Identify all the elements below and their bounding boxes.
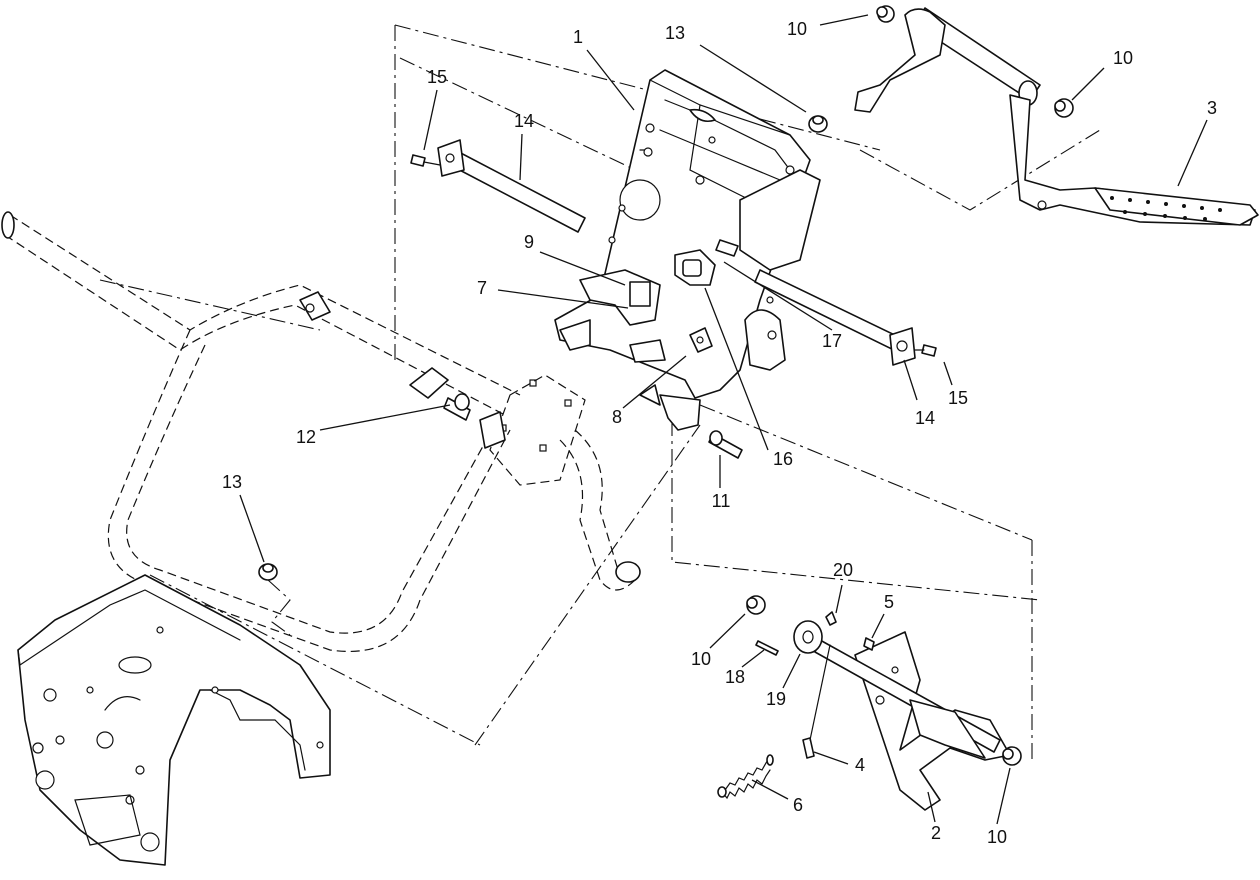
pedal-mount-bracket bbox=[554, 69, 821, 431]
drive-pedal-2 bbox=[814, 631, 1011, 811]
callout-14-upper: 14 bbox=[514, 111, 534, 131]
callout-15-right: 15 bbox=[948, 388, 968, 408]
bushing-10-lower-left bbox=[746, 595, 766, 615]
callout-10-top: 10 bbox=[787, 19, 807, 39]
pivot-bracket-ghost bbox=[479, 374, 586, 486]
key-5 bbox=[863, 637, 875, 651]
collar-19 bbox=[793, 620, 823, 654]
callout-8: 8 bbox=[612, 407, 622, 427]
callout-19: 19 bbox=[766, 689, 786, 709]
callout-2: 2 bbox=[931, 823, 941, 843]
bolt-15-right bbox=[914, 344, 937, 357]
callout-7: 7 bbox=[477, 278, 487, 298]
bolt-12 bbox=[443, 393, 471, 421]
pin-8 bbox=[689, 327, 713, 353]
pin-18 bbox=[755, 640, 779, 656]
callout-5: 5 bbox=[884, 592, 894, 612]
brake-pedal-3 bbox=[854, 7, 1259, 226]
callout-15-upper: 15 bbox=[427, 67, 447, 87]
spring-6 bbox=[717, 754, 774, 800]
frame-tube bbox=[1, 211, 641, 652]
callout-6: 6 bbox=[793, 795, 803, 815]
callout-17: 17 bbox=[822, 331, 842, 351]
callout-10-lower-left: 10 bbox=[691, 649, 711, 669]
callout-13-lower: 13 bbox=[222, 472, 242, 492]
callout-16: 16 bbox=[773, 449, 793, 469]
switch-bracket bbox=[579, 269, 661, 326]
rear-frame-plate bbox=[17, 574, 331, 866]
callout-12: 12 bbox=[296, 427, 316, 447]
bushing-10-lower-right bbox=[1002, 746, 1022, 766]
bushing-10-top bbox=[876, 5, 895, 23]
switch-16 bbox=[674, 249, 716, 286]
callout-20: 20 bbox=[833, 560, 853, 580]
pivot-shaft-right bbox=[754, 269, 916, 366]
bolt-11 bbox=[708, 430, 743, 459]
bolt-4 bbox=[802, 644, 831, 759]
callout-10-lower-right: 10 bbox=[987, 827, 1007, 847]
leader-lines bbox=[239, 14, 1208, 825]
phantom-lines bbox=[99, 24, 1101, 760]
callout-13-upper: 13 bbox=[665, 23, 685, 43]
callout-10-upper-right: 10 bbox=[1113, 48, 1133, 68]
callout-18: 18 bbox=[725, 667, 745, 687]
bolt-15-upper bbox=[410, 154, 441, 167]
pivot-shaft-upper bbox=[437, 139, 586, 233]
callout-1: 1 bbox=[573, 27, 583, 47]
nut-13-upper bbox=[808, 115, 828, 133]
bushing-10-right bbox=[1054, 98, 1074, 118]
nut-13-lower bbox=[258, 563, 291, 636]
callouts: 1 2 3 4 5 6 7 8 9 10 10 10 10 11 12 13 1… bbox=[222, 19, 1217, 847]
callout-3: 3 bbox=[1207, 98, 1217, 118]
pin-17 bbox=[715, 239, 739, 257]
callout-11: 11 bbox=[712, 491, 731, 511]
callout-14-right: 14 bbox=[915, 408, 935, 428]
callout-9: 9 bbox=[524, 232, 534, 252]
set-screw-20 bbox=[825, 611, 837, 626]
callout-4: 4 bbox=[855, 755, 865, 775]
